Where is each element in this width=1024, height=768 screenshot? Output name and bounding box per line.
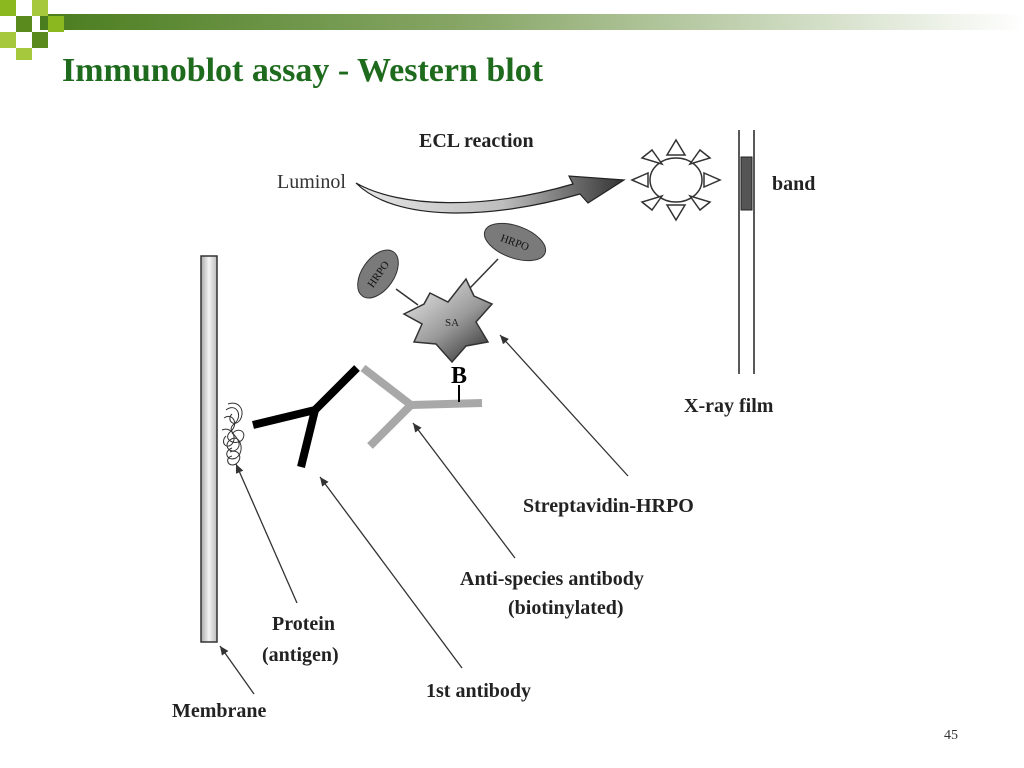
header-gradient-bar [40,14,1024,30]
sun-ray [665,204,687,222]
primary-antibody-stem [252,406,316,429]
header-square [0,0,16,16]
hrpo-left-enzyme: HRPO [357,249,399,299]
sa-label: SA [445,317,459,329]
header-square [0,32,16,48]
protein-arrow [235,463,298,604]
hrpo-left-connector [395,288,419,306]
luminol-label: Luminol [277,171,346,193]
protein-label-line2: (antigen) [262,644,339,666]
biotin-label: B [451,363,467,389]
xray-film-label: X-ray film [684,395,774,417]
hrpo-right-connector [469,258,499,289]
hrpo-right-ellipse [483,222,547,262]
secondary-antibody-stem [410,399,483,409]
sun-ray [640,194,664,212]
primary-antibody-arm-upper [312,365,360,413]
anti-species-label-line1: Anti-species antibody [460,568,644,590]
primary-antibody-arm-lower [297,409,319,468]
first-antibody-arrow [319,476,463,669]
secondary-antibody-arm-lower [367,402,414,449]
secondary-antibody-arm-upper [360,364,414,409]
sun-ray [688,148,712,166]
header-square [16,48,32,60]
hrpo-right-enzyme: HRPO [483,222,547,262]
sun-ray [665,138,687,156]
streptavidin-hrpo-label: Streptavidin-HRPO [523,495,694,517]
header-square [32,0,48,16]
anti-species-label-line2: (biotinylated) [508,597,624,619]
secondary-antibody [360,364,483,449]
header-decoration [0,0,1024,60]
membrane-label: Membrane [172,700,267,722]
page-number: 45 [944,728,958,743]
sun-ray [703,171,722,189]
sun-body [649,157,703,203]
sun-ray [630,171,649,189]
film-band [740,156,753,211]
membrane [200,255,218,643]
first-antibody-label: 1st antibody [426,680,531,702]
header-square [16,16,32,32]
protein-antigen [221,402,245,466]
anti-species-arrow [412,422,516,559]
protein-label-line1: Protein [272,613,335,635]
primary-antibody [252,365,360,468]
slide-title: Immunoblot assay - Western blot [62,52,544,89]
ecl-reaction-label: ECL reaction [419,130,534,152]
light-emission-icon [630,138,722,222]
streptavidin-arrow [499,334,629,477]
band-label: band [772,173,815,195]
ecl-reaction-arrow [355,175,626,214]
sun-ray [640,148,664,166]
hrpo-left-ellipse [357,249,399,299]
streptavidin-sa [402,277,494,364]
membrane-arrow [219,645,255,695]
header-square [48,16,64,32]
header-square [32,32,48,48]
sun-ray [688,194,712,212]
